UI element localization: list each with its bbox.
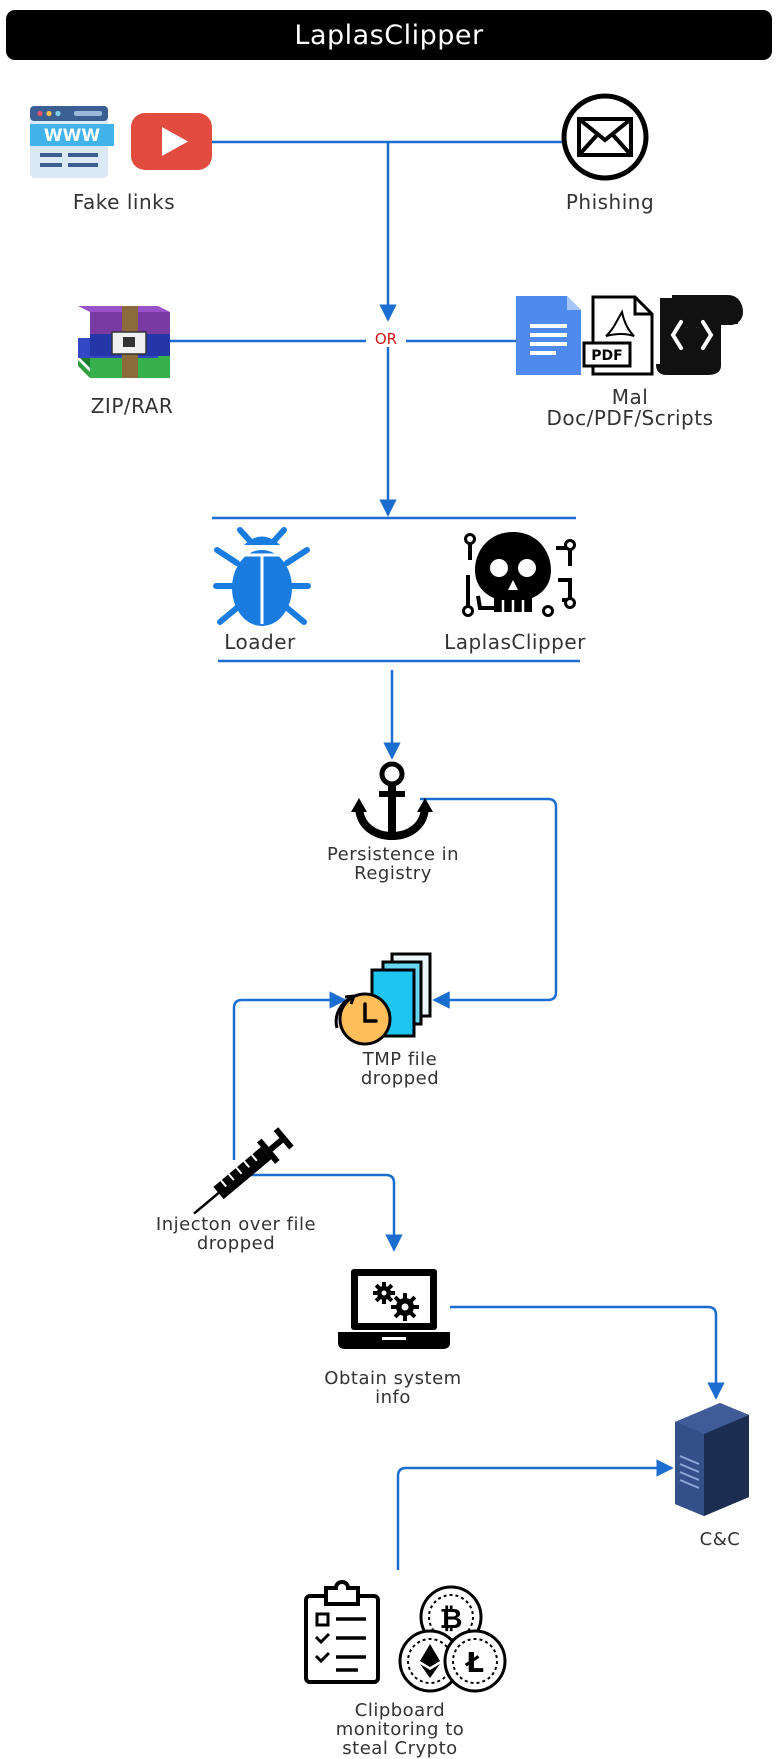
persistence-line-1: Persistence in [326, 844, 460, 865]
sysinfo-label: Obtain system info [300, 1369, 486, 1407]
tmp-file-line-2: dropped [360, 1068, 440, 1089]
injection-line-2: dropped [196, 1233, 276, 1254]
archive-icon [78, 306, 170, 378]
phishing-label: Phishing [565, 190, 655, 214]
or-label: OR [366, 331, 406, 347]
arrow-clipboard-to-cnc [396, 1459, 674, 1570]
arrow-sysinfo-to-cnc [450, 1305, 725, 1400]
envelope-icon [561, 93, 649, 181]
diagram-title: LaplasClipper [6, 10, 772, 60]
fake-links-label: Fake links [72, 190, 176, 214]
server-icon [675, 1403, 749, 1516]
pdf-icon: PDF [582, 295, 654, 376]
tmp-file-label: TMP file dropped [330, 1050, 470, 1088]
mal-docs-label: Mal Doc/PDF/Scripts [520, 387, 740, 429]
persistence-label: Persistence in Registry [300, 845, 486, 883]
cnc-label: C&C [699, 1529, 741, 1550]
svg-text:WWW: WWW [44, 126, 101, 146]
loader-label: Loader [224, 630, 296, 654]
sysinfo-line-1: Obtain system [324, 1368, 462, 1389]
bug-icon [213, 527, 311, 626]
clipboard-line-3: steal Crypto [342, 1738, 458, 1759]
youtube-icon [131, 113, 212, 170]
connectors [170, 140, 725, 1570]
crypto-coins-icon: ₿ Ł [398, 1585, 507, 1693]
svg-text:Ł: Ł [464, 1646, 484, 1679]
clipboard-line-2: monitoring to [335, 1719, 465, 1740]
anchor-icon [351, 761, 433, 841]
tmp-file-line-1: TMP file [362, 1049, 438, 1070]
sysinfo-line-2: info [375, 1387, 411, 1408]
clipboard-label: Clipboard monitoring to steal Crypto [315, 1701, 485, 1758]
google-doc-icon [516, 296, 581, 375]
clipboard-icon [304, 1580, 380, 1684]
clipboard-line-1: Clipboard [354, 1700, 446, 1721]
laplasclipper-label: LaplasClipper [444, 630, 586, 654]
mal-docs-line-2: Doc/PDF/Scripts [546, 406, 714, 430]
temp-files-icon [334, 952, 432, 1046]
script-scroll-icon [655, 295, 744, 375]
skull-icon [462, 532, 576, 617]
arrow-injection-to-sysinfo [240, 1173, 403, 1252]
arrow-persistence-to-tmp [420, 797, 558, 1009]
injection-label: Injecton over file dropped [136, 1215, 336, 1253]
syringe-icon [193, 1127, 294, 1215]
persistence-line-2: Registry [354, 863, 432, 884]
zip-rar-label: ZIP/RAR [90, 394, 174, 418]
injection-line-1: Injecton over file [155, 1214, 317, 1235]
laptop-gears-icon [338, 1269, 450, 1349]
svg-text:₿: ₿ [440, 1602, 463, 1635]
arrow-injection-to-tmp [232, 991, 347, 1160]
mal-docs-line-1: Mal [611, 385, 649, 409]
svg-text:PDF: PDF [591, 348, 622, 364]
web-page-icon: WWW [30, 106, 114, 178]
